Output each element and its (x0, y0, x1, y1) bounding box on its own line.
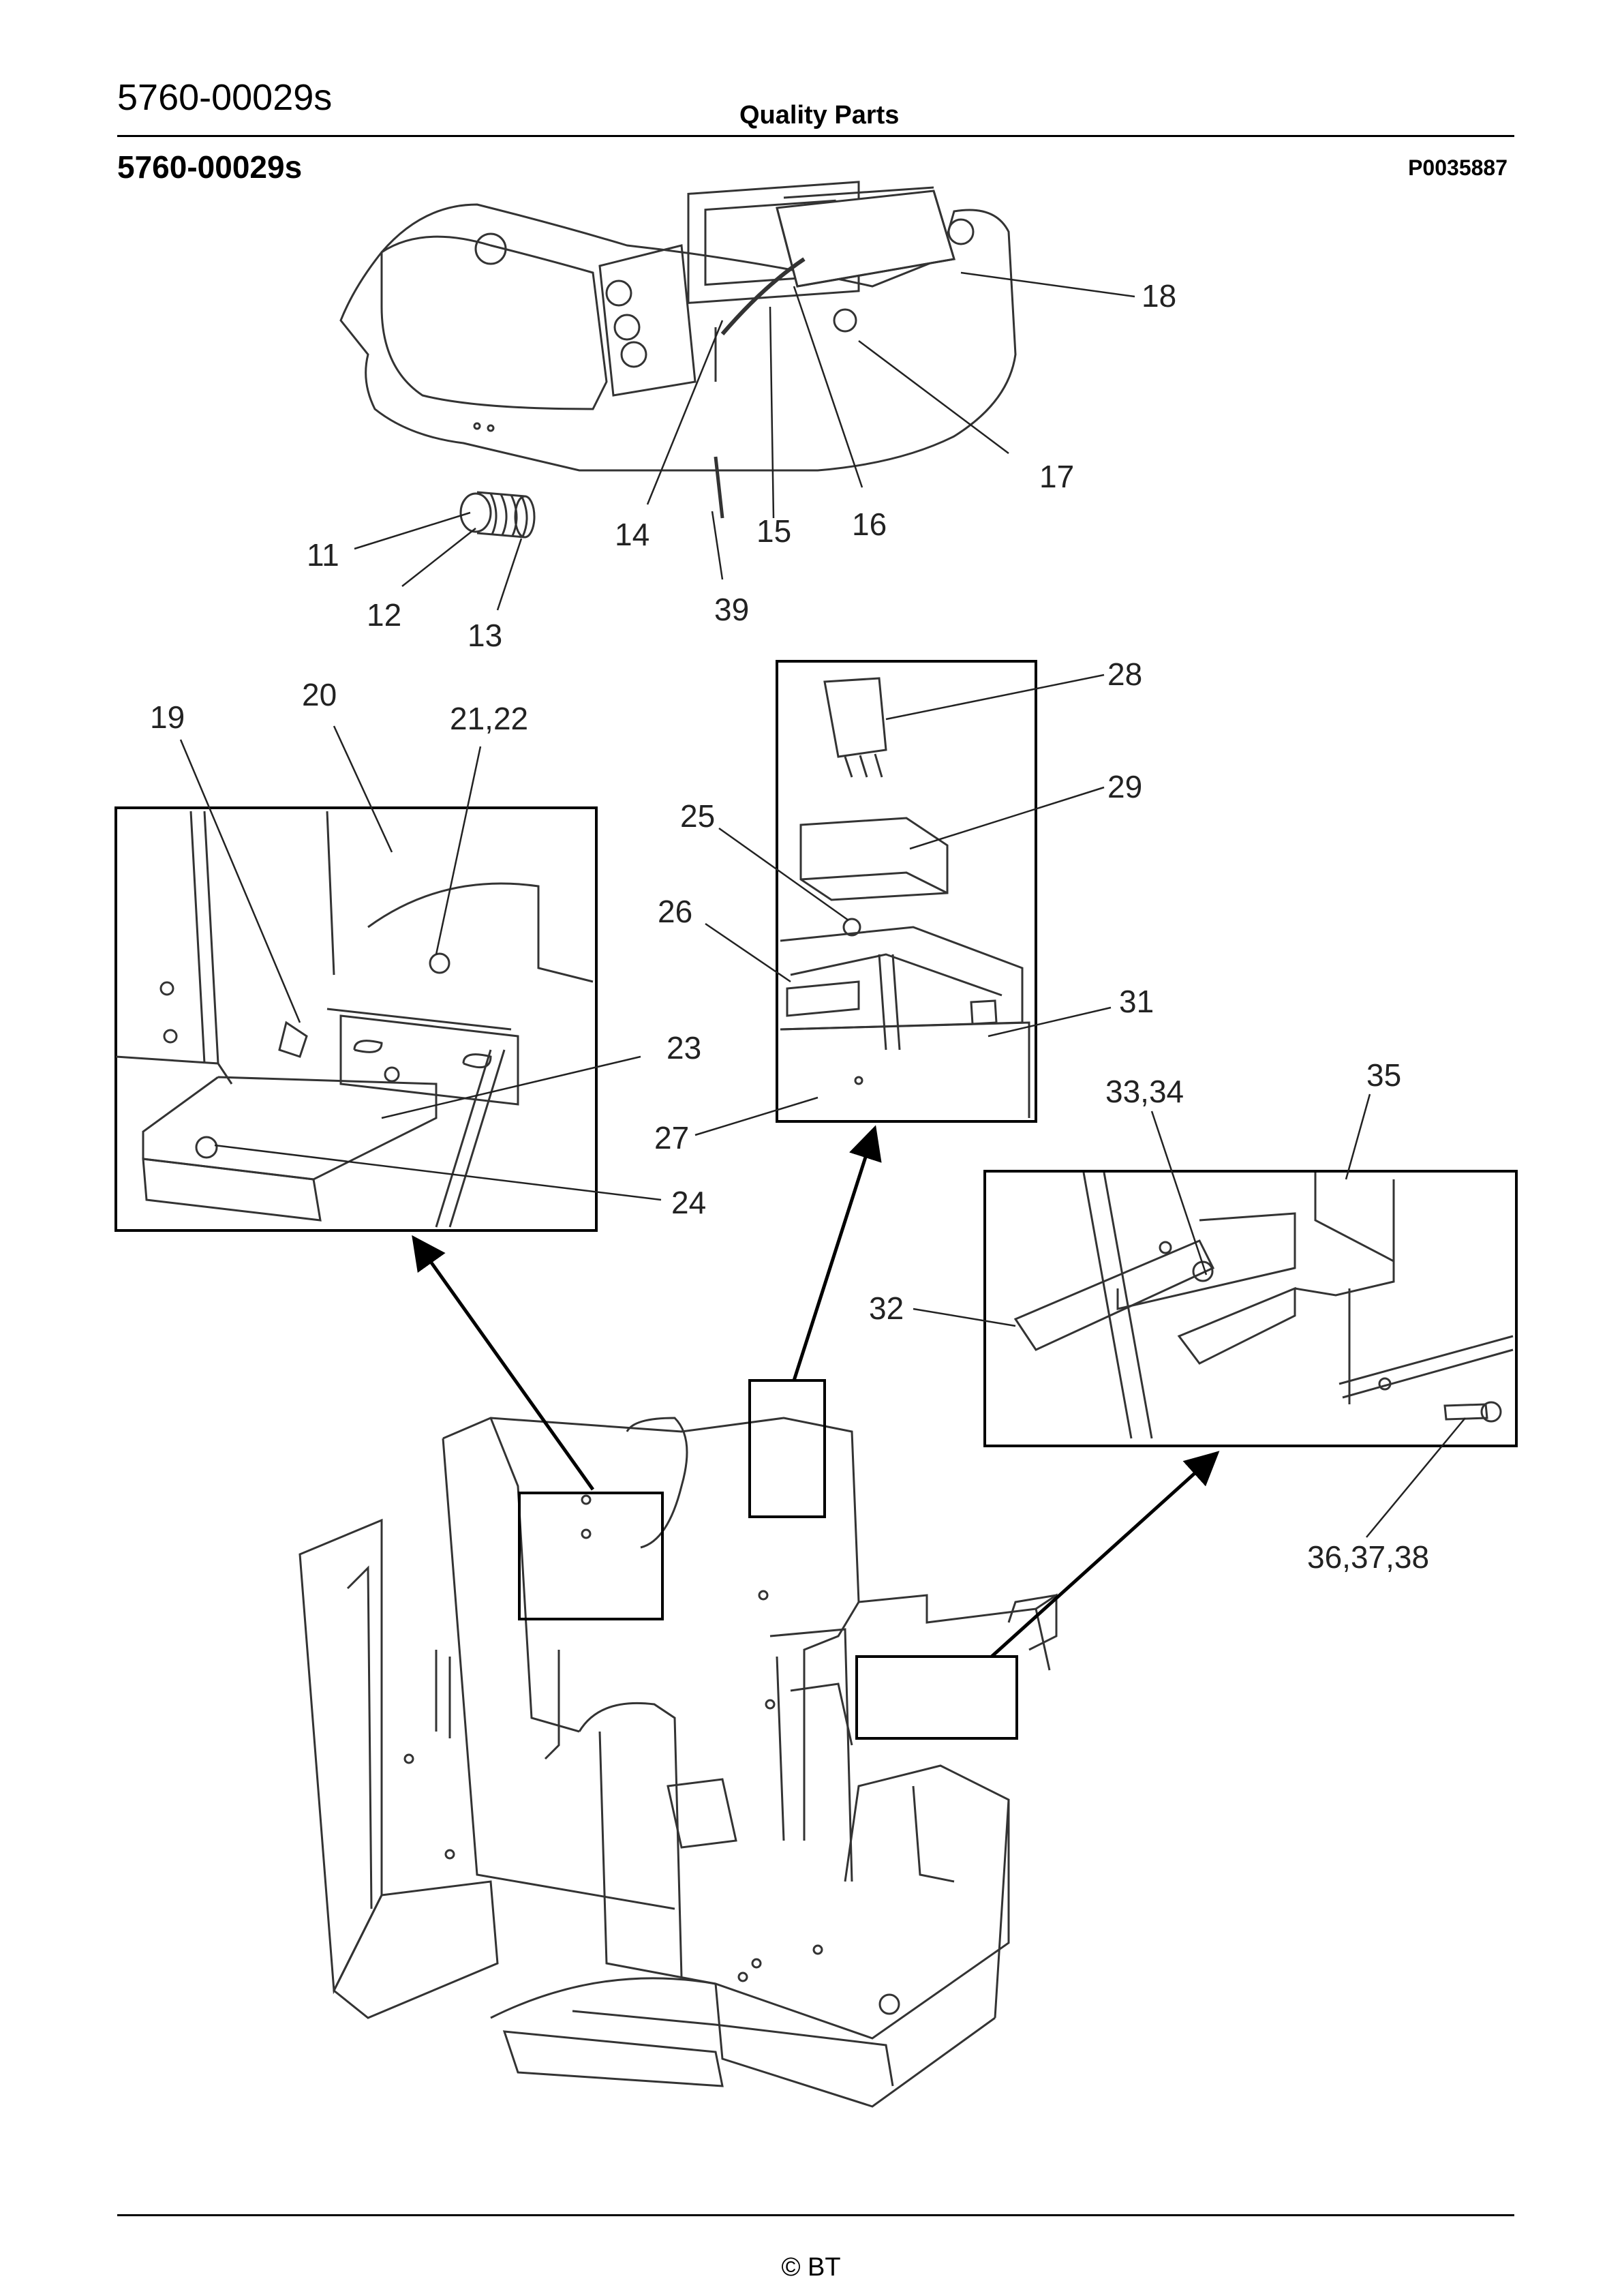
label-35: 35 (1366, 1057, 1401, 1093)
label-39: 39 (714, 592, 749, 627)
label-11: 11 (307, 537, 339, 573)
label-28: 28 (1107, 656, 1142, 692)
label-36-37-38: 36,37,38 (1307, 1539, 1429, 1575)
reference-number: P0035887 (1408, 155, 1508, 180)
label-21-22: 21,22 (450, 701, 528, 736)
label-12: 12 (367, 597, 401, 633)
top-cover-assembly (339, 181, 1017, 519)
arrow-to-center-detail (792, 1125, 882, 1381)
arrow-to-left-detail (412, 1235, 595, 1491)
footer-rule (117, 2214, 1514, 2216)
label-33-34: 33,34 (1105, 1074, 1184, 1109)
label-16: 16 (852, 507, 887, 542)
header-rule (117, 135, 1514, 137)
callout-box-right (855, 1655, 1018, 1740)
label-29: 29 (1107, 769, 1142, 804)
label-25: 25 (680, 798, 715, 834)
document-code: 5760-00029s (117, 77, 333, 118)
label-20: 20 (302, 677, 337, 712)
subtitle-code: 5760-00029s (117, 149, 303, 185)
header-title: Quality Parts (739, 101, 900, 130)
leader-lines (179, 271, 1466, 1538)
detail-frame-right (983, 1170, 1518, 1447)
label-26: 26 (658, 894, 692, 929)
label-23: 23 (667, 1030, 701, 1066)
label-27: 27 (654, 1120, 689, 1155)
footer-copyright: © BT (781, 2253, 841, 2282)
spring-part (459, 491, 536, 539)
part-labels: 18 17 16 15 14 39 11 12 13 19 20 21,22 2… (150, 278, 1429, 1575)
arrow-to-right-detail (990, 1451, 1220, 1658)
label-14: 14 (615, 517, 649, 552)
label-19: 19 (150, 699, 185, 735)
callout-box-left (518, 1492, 664, 1620)
label-13: 13 (468, 618, 502, 653)
callout-boxes (518, 1379, 1018, 1740)
detail-arrows (412, 1125, 1220, 1658)
label-17: 17 (1039, 459, 1074, 494)
label-31: 31 (1119, 984, 1154, 1019)
detail-frame-left (114, 806, 598, 1232)
detail-frame-center (776, 660, 1037, 1123)
callout-box-center (748, 1379, 826, 1518)
main-assembly (299, 1417, 1058, 2108)
label-18: 18 (1142, 278, 1176, 314)
label-24: 24 (671, 1185, 706, 1220)
label-32: 32 (869, 1290, 904, 1326)
label-15: 15 (756, 513, 791, 549)
